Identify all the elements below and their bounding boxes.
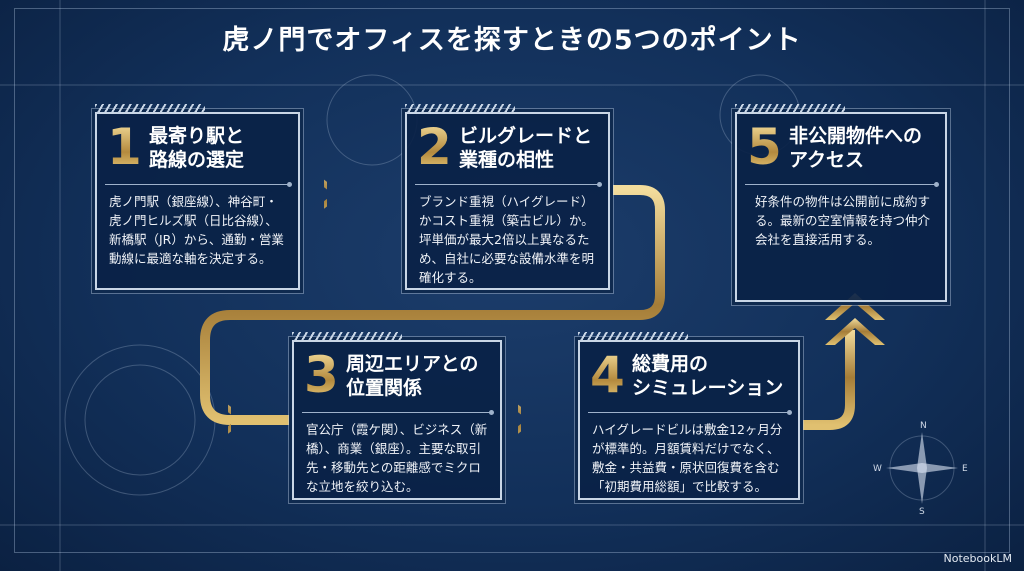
step-card-5: 5 非公開物件への アクセス 好条件の物件は公開前に成約する。最新の空室情報を持… (735, 104, 947, 302)
compass-e: E (962, 464, 968, 474)
compass-w: W (873, 464, 882, 474)
brand-label: NotebookLM (943, 552, 1012, 565)
compass-rose-icon (886, 432, 958, 504)
step-number: 3 (304, 346, 339, 404)
step-number: 1 (107, 118, 142, 176)
step-title: 非公開物件への アクセス (789, 125, 923, 171)
flow-path (200, 185, 665, 425)
step-title: 周辺エリアとの 位置関係 (346, 353, 479, 399)
step-card-1: 1 最寄り駅と 路線の選定 虎ノ門駅（銀座線）、神谷町・虎ノ門ヒルズ駅（日比谷線… (95, 104, 300, 290)
step-card-3: 3 周辺エリアとの 位置関係 官公庁（霞ケ関）、ビジネス（新橋）、商業（銀座）。… (292, 332, 502, 500)
step-title: 最寄り駅と 路線の選定 (149, 125, 245, 171)
chevron-right-icon: ›› (222, 380, 252, 454)
compass-dial (64, 344, 216, 496)
up-chevrons-icon (825, 293, 885, 345)
step-number: 2 (417, 118, 452, 176)
compass-n: N (920, 421, 927, 431)
step-body: 官公庁（霞ケ関）、ビジネス（新橋）、商業（銀座）。主要な取引先・移動先との距離感… (306, 422, 488, 494)
step-body: ハイグレードビルは敷金12ヶ月分が標準的。月額賃料だけでなく、敷金・共益費・原状… (592, 422, 783, 494)
compass-s: S (919, 507, 925, 517)
step-title: ビルグレードと 業種の相性 (459, 125, 593, 171)
step-title: 総費用の シミュレーション (632, 353, 784, 399)
step-body: 好条件の物件は公開前に成約する。最新の空室情報を持つ仲介会社を直接活用する。 (755, 194, 931, 247)
step-number: 5 (747, 118, 782, 176)
step-card-4: 4 総費用の シミュレーション ハイグレードビルは敷金12ヶ月分が標準的。月額賃… (578, 332, 800, 500)
chevron-right-icon: ›› (318, 155, 348, 229)
step-body: 虎ノ門駅（銀座線）、神谷町・虎ノ門ヒルズ駅（日比谷線）、新橋駅（JR）から、通勤… (109, 194, 284, 266)
step-card-2: 2 ビルグレードと 業種の相性 ブランド重視（ハイグレード）かコスト重視（築古ビ… (405, 104, 610, 290)
blueprint-frame (14, 8, 1010, 553)
step-number: 4 (590, 346, 625, 404)
step-body: ブランド重視（ハイグレード）かコスト重視（築古ビル）か。坪単価が最大2倍以上異な… (419, 194, 595, 285)
flow-path-2 (800, 330, 855, 430)
chevron-right-icon: ›› (512, 380, 542, 454)
page-title: 虎ノ門でオフィスを探すときの5つのポイント (222, 25, 802, 56)
